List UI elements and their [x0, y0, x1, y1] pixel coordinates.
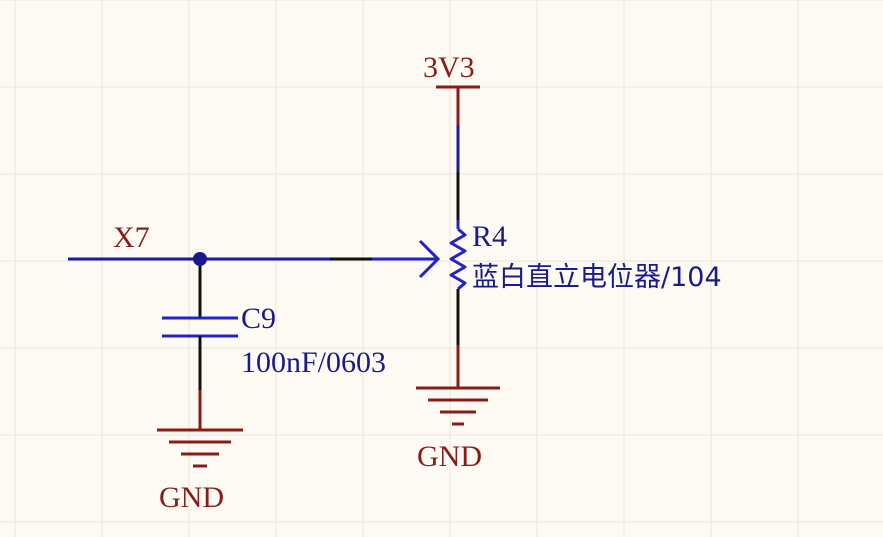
r4-value: 蓝白直立电位器/104 — [472, 262, 722, 293]
capacitor-c9[interactable]: C9 100nF/0603 — [162, 266, 386, 390]
gnd-label-cap: GND — [159, 481, 224, 514]
c9-designator: C9 — [241, 302, 276, 335]
ground-icon — [416, 386, 500, 426]
r4-designator: R4 — [472, 220, 507, 253]
ground-icon — [157, 428, 243, 468]
ground-symbol-cap[interactable]: GND — [157, 390, 243, 514]
junction-dot-icon — [193, 252, 207, 266]
gnd-label-pot: GND — [417, 440, 482, 473]
pot-wiper-arrow-icon — [418, 239, 441, 279]
net-x7[interactable]: X7 — [68, 221, 372, 266]
power-label-3v3: 3V3 — [423, 51, 475, 84]
power-port-3v3[interactable]: 3V3 — [423, 51, 480, 125]
net-label-x7: X7 — [113, 221, 150, 254]
potentiometer-icon — [449, 227, 467, 291]
ground-symbol-pot[interactable]: GND — [416, 345, 500, 473]
capacitor-icon — [162, 316, 238, 338]
potentiometer-r4[interactable]: R4 蓝白直立电位器/104 — [372, 125, 722, 345]
c9-value: 100nF/0603 — [241, 346, 386, 379]
